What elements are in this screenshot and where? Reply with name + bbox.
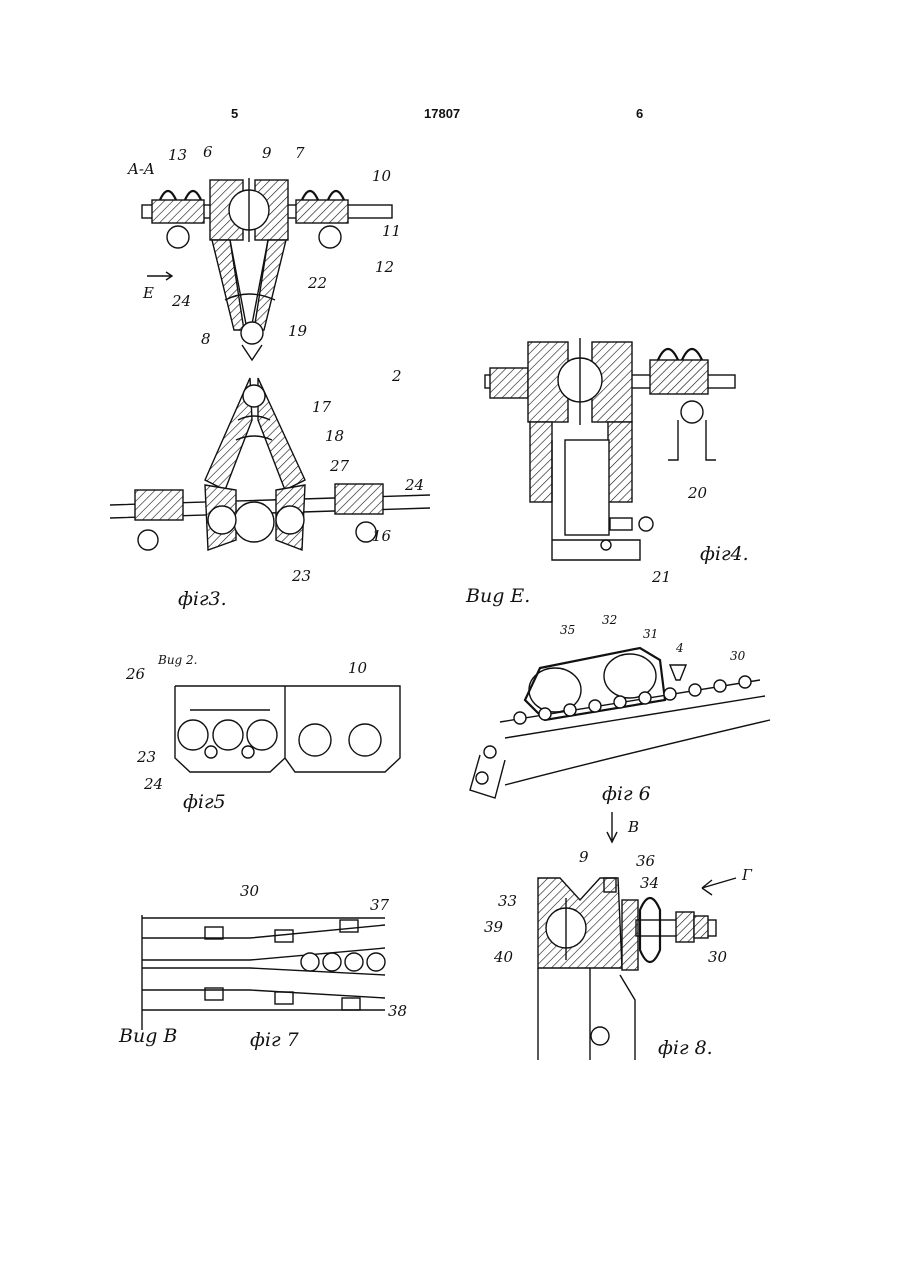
callout-label: 22	[307, 274, 327, 292]
callout-label: 21	[651, 568, 671, 586]
view-arrow-label: B	[627, 818, 639, 836]
figure-8: 9 36 34 33 39 40 30 Г фiг 8.	[484, 848, 753, 1060]
callout-label: 34	[640, 874, 659, 892]
callout-label: 40	[493, 948, 514, 966]
callout-label: 31	[643, 627, 658, 641]
top-fragment: Bug 2.	[157, 653, 198, 667]
figure-caption: фiг5	[183, 791, 226, 813]
callout-label: 20	[687, 484, 708, 502]
callout-label: 23	[136, 748, 156, 766]
stray-mark: 2	[391, 367, 402, 385]
callout-label: 36	[636, 852, 656, 870]
view-caption: Bug E.	[465, 585, 530, 607]
figure-7: 30 37 38 Bug B фiг 7	[118, 882, 407, 1051]
callout-label: 37	[370, 896, 390, 914]
figure-3: A-A E 13 6 9 7 10 11 12 24 22 8 19 17 18…	[110, 143, 430, 610]
callout-label: 18	[325, 427, 344, 445]
section-label: A-A	[126, 160, 155, 178]
callout-label: 10	[348, 659, 368, 677]
callout-label: 19	[288, 322, 308, 340]
callout-label: 35	[560, 623, 575, 637]
callout-label: 24	[404, 476, 424, 494]
callout-label: 9	[262, 144, 272, 162]
view-caption: Bug B	[118, 1025, 177, 1047]
callout-label: 7	[295, 144, 305, 162]
callout-label: 16	[372, 527, 392, 545]
callout-label: 23	[291, 567, 311, 585]
figure-5: Bug 2. 26 10 23 24 фiг5	[125, 653, 400, 813]
callout-label: 30	[240, 882, 260, 900]
figure-caption: фiг 7	[250, 1029, 300, 1051]
callout-label: 27	[329, 457, 350, 475]
callout-label: 24	[171, 292, 191, 310]
figure-caption: фiг 6	[602, 783, 651, 805]
callout-label: 9	[579, 848, 589, 866]
callout-label: 30	[730, 649, 746, 663]
view-arrow-label: Г	[741, 866, 753, 884]
figure-caption: фiг 8.	[658, 1037, 713, 1059]
figure-6: 35 32 31 4 30 фiг 6 B	[470, 613, 770, 842]
callout-label: 39	[484, 918, 504, 936]
callout-label: 10	[372, 167, 392, 185]
figure-4: 20 21 фiг4. Bug E.	[465, 338, 749, 607]
callout-label: 8	[201, 330, 211, 348]
callout-label: 4	[675, 641, 684, 655]
callout-label: 17	[312, 398, 332, 416]
callout-label: 33	[498, 892, 517, 910]
callout-label: 13	[168, 146, 187, 164]
callout-label: 38	[388, 1002, 407, 1020]
callout-label: 24	[143, 775, 163, 793]
figure-caption: фiг4.	[700, 543, 749, 565]
callout-label: 6	[203, 143, 213, 161]
callout-label: 12	[375, 258, 394, 276]
figure-caption: фiг3.	[178, 588, 227, 610]
view-arrow-label: E	[142, 284, 154, 302]
callout-label: 26	[125, 665, 146, 683]
callout-label: 32	[602, 613, 617, 627]
callout-label: 11	[382, 222, 401, 240]
callout-label: 30	[708, 948, 728, 966]
